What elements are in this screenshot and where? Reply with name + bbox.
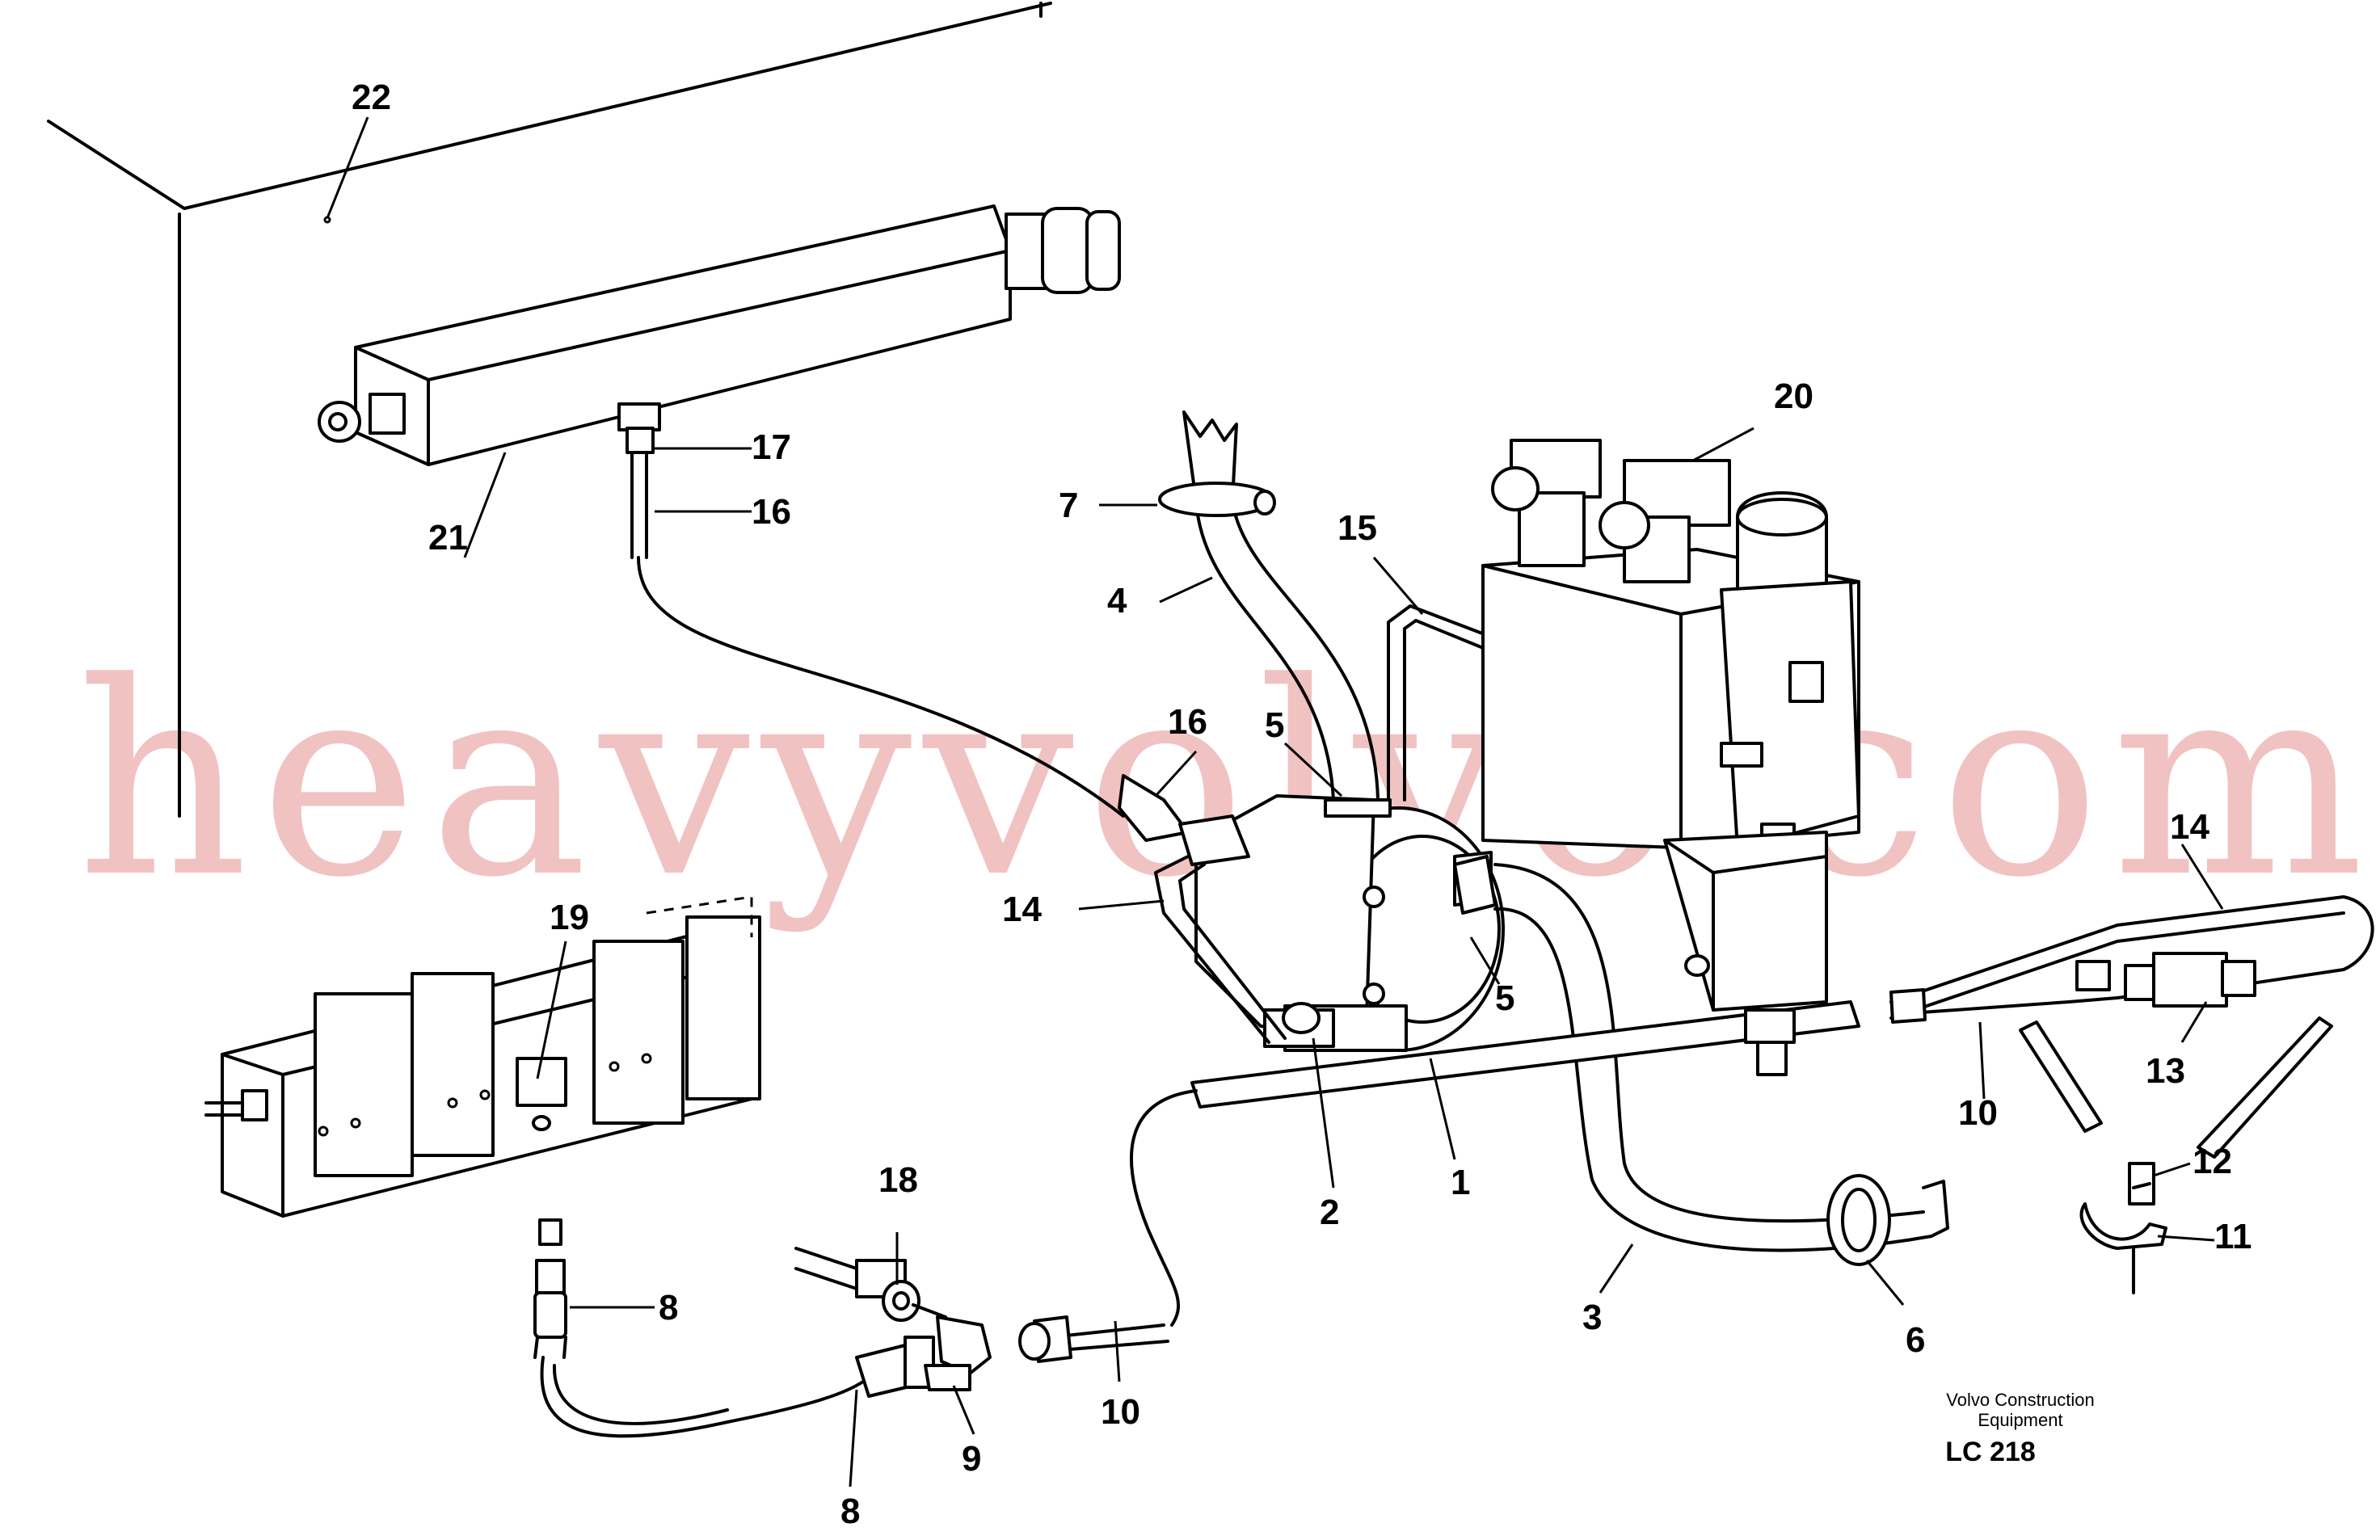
cab-outline [47, 2, 1052, 818]
callout-16-lower: 16 [1168, 702, 1207, 742]
callout-21: 21 [428, 518, 468, 558]
callout-12: 12 [2193, 1142, 2232, 1181]
hose-8 [533, 1218, 935, 1438]
credit-line-1: Volvo Construction [1946, 1390, 2094, 1410]
callout-8-upper: 8 [659, 1288, 678, 1328]
callout-5-upper: 5 [1265, 705, 1284, 745]
hose-4 [1158, 410, 1380, 802]
callout-7: 7 [1059, 486, 1078, 525]
callout-9: 9 [962, 1439, 981, 1479]
callout-19: 19 [550, 898, 589, 937]
callout-5-lower: 5 [1495, 978, 1514, 1018]
credit-line-2: Equipment [1978, 1410, 2062, 1430]
callout-22: 22 [352, 78, 391, 117]
callout-15: 15 [1337, 508, 1377, 548]
callout-14-right: 14 [2170, 807, 2209, 847]
distribution-block [204, 895, 761, 1218]
credit-block: Volvo Construction Equipment LC 218 [1945, 1390, 2094, 1467]
callout-18: 18 [878, 1160, 918, 1200]
callout-4: 4 [1107, 581, 1127, 621]
pipe-14-right [1889, 895, 2374, 1159]
square-tube [318, 204, 1121, 466]
callout-2: 2 [1320, 1193, 1339, 1232]
pipe-14 [1154, 855, 1860, 1109]
callout-17: 17 [752, 427, 791, 467]
callout-13: 13 [2146, 1051, 2185, 1091]
valve-block [1481, 439, 1860, 1012]
callout-10-lower: 10 [1101, 1392, 1140, 1432]
callout-1: 1 [1451, 1163, 1470, 1202]
callout-6: 6 [1906, 1320, 1925, 1360]
callout-8-lower: 8 [840, 1492, 860, 1531]
pipe-10-lower [1018, 1089, 1198, 1363]
hose-3 [1453, 855, 1949, 1266]
callout-3: 3 [1582, 1298, 1602, 1337]
callout-14: 14 [1002, 890, 1042, 929]
pump-assembly [1178, 794, 1505, 1052]
leader-lines [323, 116, 2224, 1487]
callout-11: 11 [2214, 1217, 2252, 1256]
drawing-code: LC 218 [1945, 1437, 2036, 1467]
callout-20: 20 [1774, 377, 1813, 416]
callouts: 22 21 17 16 7 4 15 20 16 5 14 19 5 1 2 1… [352, 78, 2252, 1531]
callout-10-right: 10 [1958, 1093, 1998, 1133]
clamp-bolt [2079, 1162, 2167, 1294]
callout-16: 16 [752, 492, 791, 532]
